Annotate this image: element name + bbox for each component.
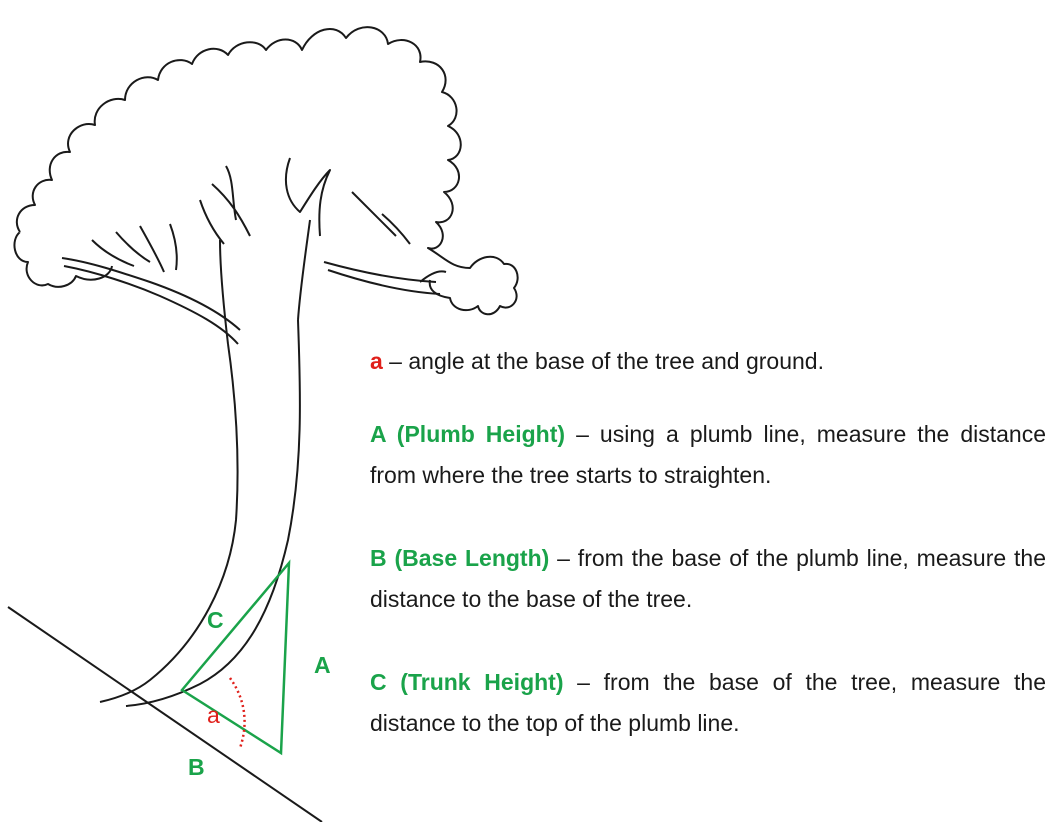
trunk-upper bbox=[219, 219, 311, 345]
legend-text: – using a plumb line, measure the distan… bbox=[370, 421, 1047, 488]
legend-text: – angle at the base of the tree and grou… bbox=[382, 348, 824, 374]
angle-arc bbox=[228, 677, 246, 749]
legend-text: – from the base of the tree, measure the… bbox=[370, 669, 1046, 736]
legend-key: A (Plumb Height) bbox=[370, 421, 566, 447]
label-C: C bbox=[207, 607, 224, 633]
legend-text: – from the base of the plumb line, measu… bbox=[370, 545, 1046, 612]
legend-item-B: B (Base Length) – from the base of the p… bbox=[370, 538, 1046, 620]
label-A: A bbox=[314, 652, 331, 678]
tree-trunk bbox=[99, 319, 301, 707]
label-B: B bbox=[188, 754, 205, 780]
legend-key: B (Base Length) bbox=[370, 545, 550, 571]
legend-item-A: A (Plumb Height) – using a plumb line, m… bbox=[370, 414, 1046, 496]
legend-key: a bbox=[370, 348, 383, 374]
label-a: a bbox=[207, 702, 220, 728]
tree-branches bbox=[61, 157, 447, 345]
legend-item-a: a – angle at the base of the tree and gr… bbox=[370, 341, 1046, 382]
legend-item-C: C (Trunk Height) – from the base of the … bbox=[370, 662, 1046, 744]
tree-canopy bbox=[13, 26, 519, 316]
legend-key: C (Trunk Height) bbox=[370, 669, 564, 695]
measurement-triangle bbox=[180, 559, 291, 756]
ground-line bbox=[7, 606, 323, 822]
